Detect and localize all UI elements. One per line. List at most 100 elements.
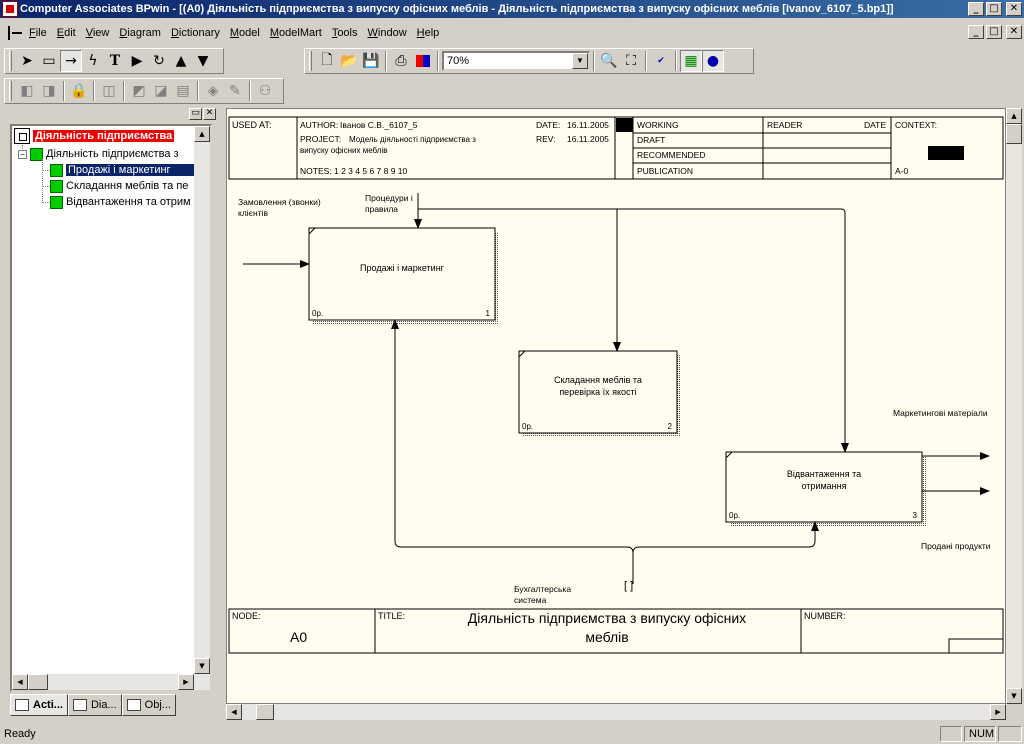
tree-item-assembly[interactable]: Складання меблів та пе xyxy=(50,178,188,194)
tab-activities[interactable]: Acti... xyxy=(10,694,68,716)
canvas-vertical-scrollbar[interactable]: ▲ ▼ xyxy=(1006,108,1022,704)
box-1-label: Продажі і маркетинг xyxy=(360,263,445,273)
toolbar-grip[interactable] xyxy=(9,81,12,101)
activity-box-tool-icon[interactable]: ▭ xyxy=(42,53,56,69)
go-to-parent-icon[interactable]: ▲ xyxy=(175,53,187,69)
toolbar-grip[interactable] xyxy=(309,51,312,71)
mm-users-icon[interactable]: ⚇ xyxy=(258,83,272,99)
lock-icon[interactable]: 🔒 xyxy=(70,83,88,99)
dropdown-arrow-icon[interactable]: ▼ xyxy=(572,53,588,69)
model-explorer-panel: ▭ ✕ Діяльність підприємства − Діяльність… xyxy=(6,108,216,720)
text-tool-icon[interactable]: T xyxy=(109,53,121,69)
box-3-label-line1: Відвантаження та xyxy=(787,469,861,479)
zoom-select[interactable]: 70% ▼ xyxy=(442,51,590,71)
mm-connect-icon[interactable]: ◧ xyxy=(20,83,34,99)
scroll-right-icon[interactable]: ▶ xyxy=(178,674,194,690)
scroll-down-icon[interactable]: ▼ xyxy=(194,658,210,674)
mm-disconnect-icon[interactable]: ◨ xyxy=(42,83,56,99)
canvas-horizontal-scrollbar[interactable]: ◀ ▶ xyxy=(226,704,1006,720)
document-menu-icon[interactable] xyxy=(4,24,24,42)
scroll-left-icon[interactable]: ◀ xyxy=(12,674,28,690)
mm-report-icon[interactable]: ▤ xyxy=(176,83,190,99)
scroll-up-icon[interactable]: ▲ xyxy=(1006,108,1022,124)
print-icon[interactable]: ⎙ xyxy=(395,53,407,69)
open-folder-icon[interactable]: 📂 xyxy=(340,53,358,69)
mm-merge-icon[interactable]: ◪ xyxy=(154,83,168,99)
undo-icon[interactable]: ↻ xyxy=(153,53,165,69)
spell-check-icon[interactable]: ✔ xyxy=(657,56,665,66)
box-1-cost: 0р. xyxy=(312,309,323,318)
tab-diagrams[interactable]: Dia... xyxy=(67,694,122,716)
activity-tree[interactable]: Діяльність підприємства − Діяльність під… xyxy=(10,124,212,692)
modelmart-globe-icon[interactable]: ● xyxy=(702,50,724,72)
maximize-button[interactable]: □ xyxy=(986,2,1002,16)
save-icon[interactable]: 💾 xyxy=(362,53,380,69)
menu-modelmart[interactable]: ModelMart xyxy=(269,27,322,39)
reader-label: READER xyxy=(767,120,802,130)
mm-security-icon[interactable]: ◈ xyxy=(207,83,219,99)
mm-tools-icon[interactable]: ✎ xyxy=(229,83,241,99)
status-publication: PUBLICATION xyxy=(637,166,693,176)
tab-objects[interactable]: Obj... xyxy=(121,694,176,716)
collapse-icon[interactable]: − xyxy=(18,149,27,159)
menu-dictionary[interactable]: Dictionary xyxy=(170,27,220,39)
tree-root[interactable]: Діяльність підприємства xyxy=(14,128,175,144)
diagram-canvas[interactable]: USED AT: AUTHOR: Іванов С.В._6107_5 PROJ… xyxy=(226,108,1006,704)
mdi-close-button[interactable]: ✕ xyxy=(1006,25,1022,39)
box-3-label-line2: отримання xyxy=(802,481,847,491)
scroll-right-icon[interactable]: ▶ xyxy=(990,704,1006,720)
menu-file[interactable]: File xyxy=(29,27,47,39)
scroll-thumb[interactable] xyxy=(256,704,274,720)
minimize-button[interactable]: _ xyxy=(968,2,984,16)
close-button[interactable]: ✕ xyxy=(1006,2,1022,16)
scroll-up-icon[interactable]: ▲ xyxy=(194,126,210,142)
project-value-line2: випуску офісних меблів xyxy=(300,146,387,155)
mm-save-icon[interactable]: ◩ xyxy=(132,83,146,99)
arrow-procedures-control-3[interactable] xyxy=(418,208,849,453)
arrow-tool-icon[interactable]: → xyxy=(60,50,82,72)
mdi-maximize-button[interactable]: □ xyxy=(986,25,1002,39)
bpwin-app-icon[interactable] xyxy=(2,1,18,17)
activity-box-3[interactable]: Відвантаження та отримання 0р. 3 xyxy=(725,451,926,526)
menu-edit[interactable]: Edit xyxy=(56,27,76,39)
scroll-thumb[interactable] xyxy=(28,674,48,690)
zoom-fit-icon[interactable]: ⛶ xyxy=(626,53,636,69)
arrow-accounting-mechanism-1[interactable] xyxy=(391,319,634,584)
activity-box-2[interactable]: Складання меблів та перевірка їх якості … xyxy=(518,350,681,437)
tree-horizontal-scrollbar[interactable]: ◀ ▶ xyxy=(12,674,210,690)
go-to-child-icon[interactable]: ▼ xyxy=(197,53,209,69)
menu-help[interactable]: Help xyxy=(416,27,440,39)
zoom-in-icon[interactable]: 🔍 xyxy=(600,53,618,69)
squiggle-tool-icon[interactable]: ϟ xyxy=(88,53,98,69)
scroll-left-icon[interactable]: ◀ xyxy=(226,704,242,720)
toolbar-grip[interactable] xyxy=(9,51,12,71)
color-palette-icon[interactable] xyxy=(412,50,434,72)
scroll-thumb[interactable] xyxy=(1006,124,1022,144)
mm-library-icon[interactable]: ◫ xyxy=(102,83,116,99)
menu-diagram[interactable]: Diagram xyxy=(119,27,161,39)
menu-view[interactable]: View xyxy=(85,27,110,39)
label-procedures-line2: правила xyxy=(365,204,398,214)
panel-restore-icon[interactable]: ▭ xyxy=(189,108,202,120)
menu-model[interactable]: Model xyxy=(229,27,260,39)
node-value: A0 xyxy=(290,629,307,645)
box-3-cost: 0р. xyxy=(729,511,740,520)
mdi-minimize-button[interactable]: _ xyxy=(968,25,984,39)
panel-close-icon[interactable]: ✕ xyxy=(203,108,216,120)
tree-context[interactable]: − Діяльність підприємства з xyxy=(18,146,179,162)
tree-item-sales[interactable]: Продажі і маркетинг xyxy=(12,162,196,178)
box-1-number: 1 xyxy=(486,309,491,318)
scroll-down-icon[interactable]: ▼ xyxy=(1006,688,1022,704)
go-to-sibling-icon[interactable]: ▶ xyxy=(131,53,143,69)
pointer-tool-icon[interactable]: ➤ xyxy=(21,53,33,69)
tree-item-shipping[interactable]: Відвантаження та отрим xyxy=(50,194,191,210)
new-document-icon[interactable]: 🗋 xyxy=(321,52,333,68)
box-2-label-line2: перевірка їх якості xyxy=(559,387,636,397)
label-accounting-line2: система xyxy=(514,595,547,605)
model-explorer-icon[interactable]: ▦ xyxy=(680,50,702,72)
tree-vertical-scrollbar[interactable]: ▲ ▼ xyxy=(194,126,210,674)
arrow-accounting-mechanism-3[interactable] xyxy=(632,521,819,554)
menu-tools[interactable]: Tools xyxy=(331,27,358,39)
activity-box-1[interactable]: Продажі і маркетинг 0р. 1 xyxy=(308,227,499,324)
menu-window[interactable]: Window xyxy=(367,27,407,39)
